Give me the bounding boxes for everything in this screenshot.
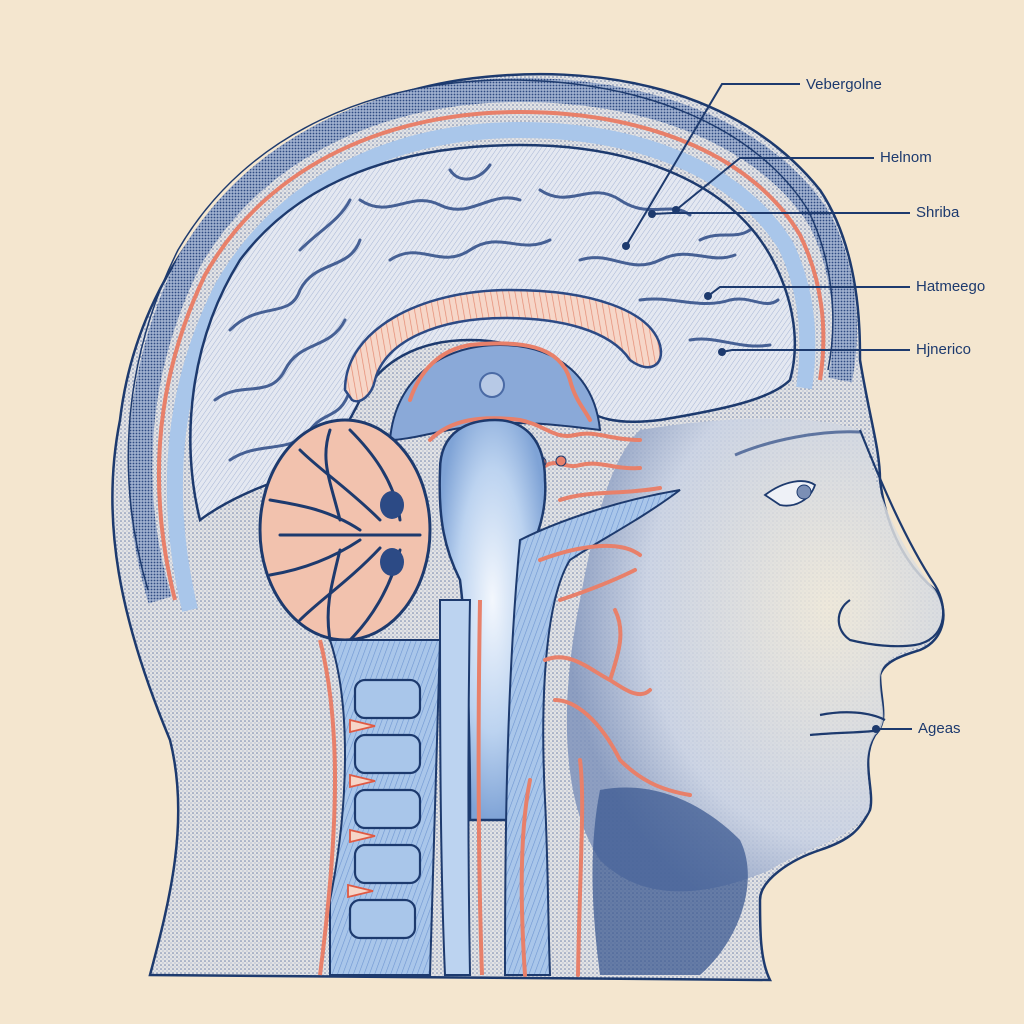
dura-line	[156, 109, 826, 601]
anterior-red-line	[476, 599, 484, 976]
label-shriba: Shriba	[916, 204, 960, 221]
pineal-marker	[479, 372, 505, 398]
skull-band	[128, 77, 857, 604]
leader-dots	[622, 206, 880, 733]
nose-outline	[837, 429, 945, 648]
leader-lines	[625, 83, 912, 730]
leader-dot	[622, 242, 630, 250]
iris	[796, 484, 812, 500]
leader-line	[625, 83, 800, 247]
label-hatmeego: Hatmeego	[916, 278, 986, 295]
label-ageas: Ageas	[918, 720, 961, 737]
leader-dot	[872, 725, 880, 733]
label-hjnerico: Hjnerico	[916, 341, 972, 358]
leader-dot	[672, 206, 680, 214]
vessels-lower	[519, 544, 692, 977]
leader-line	[675, 157, 874, 211]
vessels-upper	[408, 341, 662, 502]
eyebrow	[734, 430, 861, 457]
posterior-red-line	[318, 639, 337, 976]
sulci	[213, 163, 780, 462]
corpus-callosum	[343, 288, 663, 403]
csf-band	[166, 121, 816, 612]
leader-dot	[704, 292, 712, 300]
spinal-column	[328, 639, 442, 976]
pharynx	[503, 489, 681, 976]
leader-line	[651, 212, 910, 215]
leader-dot	[648, 210, 656, 218]
vessel-node	[555, 455, 567, 467]
tongue-dark	[592, 787, 748, 975]
leader-dot	[718, 348, 726, 356]
label-helnom: Helnom	[880, 149, 932, 166]
leader-line	[707, 286, 910, 297]
face-region	[566, 418, 943, 892]
label-vebergolne: Vebergolne	[806, 76, 882, 93]
spinal-cord	[438, 599, 472, 976]
cerebellum	[258, 418, 432, 642]
